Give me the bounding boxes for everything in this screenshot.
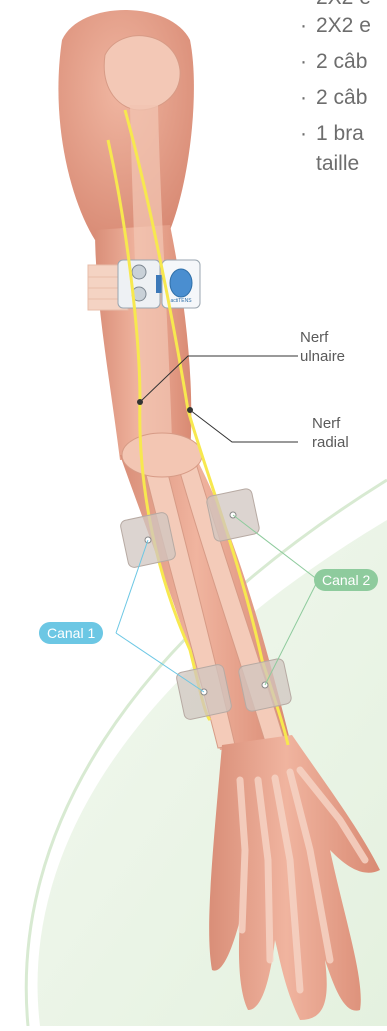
channel-2-badge: Canal 2 xyxy=(314,569,378,591)
device-brand-text: actiTENS xyxy=(170,298,192,304)
bullet-item: ·2X2 e xyxy=(300,0,371,10)
humerus-head xyxy=(104,36,180,110)
channel-1-badge: Canal 1 xyxy=(39,622,103,644)
ulnar-nerve-label-line2: ulnaire xyxy=(300,346,345,368)
radial-nerve-label-line2: radial xyxy=(312,432,349,454)
bullet-item: ·1 bra xyxy=(300,122,364,146)
bullet-item: ·2X2 e xyxy=(300,14,371,38)
feature-bullet-list: ·2X2 e ·2X2 e ·2 câb ·2 câb ·1 bra taill… xyxy=(300,0,387,300)
radial-nerve-marker xyxy=(187,407,193,413)
elbow-joint xyxy=(122,433,202,477)
bullet-item: ·2 câb xyxy=(300,86,367,110)
bullet-item-continuation: taille xyxy=(316,152,359,176)
bullet-item: ·2 câb xyxy=(300,50,367,74)
ulnar-nerve-marker xyxy=(137,399,143,405)
radial-nerve-leader xyxy=(190,410,298,442)
